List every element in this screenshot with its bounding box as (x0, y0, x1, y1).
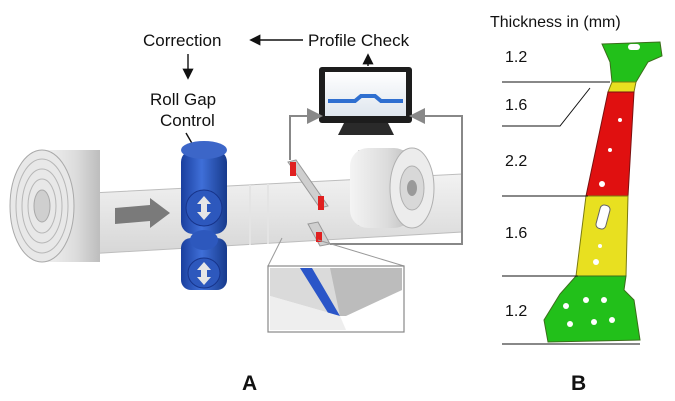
divider-2 (502, 87, 591, 127)
panel-b: Thickness in (mm) (490, 14, 663, 395)
b-pillar (543, 41, 663, 343)
thickness-label-1: 1.2 (505, 49, 527, 66)
profile-sensor (287, 159, 331, 247)
monitor (319, 67, 412, 135)
zone-2 (607, 81, 637, 93)
correction-label: Correction (143, 31, 221, 50)
sensor-feedback-line-left (289, 108, 323, 160)
panel-a: Correction Profile Check Roll Gap Contro… (9, 31, 463, 395)
thickness-label-2: 1.6 (505, 97, 527, 114)
zone-1 (601, 41, 663, 83)
zone-3 (585, 91, 635, 197)
strip-direction-arrow (115, 198, 170, 228)
thickness-title: Thickness in (mm) (490, 14, 621, 31)
upper-roll (181, 141, 227, 234)
sensor-feedback-line-right (330, 108, 463, 245)
profile-detail-inset (267, 237, 405, 333)
profile-graph-line (328, 94, 403, 103)
thickness-label-4: 1.6 (505, 225, 527, 242)
profile-check-label: Profile Check (308, 31, 410, 50)
zone-5 (543, 275, 641, 343)
lower-roll (181, 230, 227, 290)
panel-a-label: A (242, 372, 257, 395)
updown-arrow-icon (197, 262, 211, 285)
thickness-label-5: 1.2 (505, 303, 527, 320)
roll-gap-label-line2: Control (160, 111, 215, 130)
updown-arrow-icon (197, 196, 211, 220)
panel-b-label: B (571, 372, 586, 395)
roll-gap-label-line1: Roll Gap (150, 90, 216, 109)
left-coil (9, 149, 100, 263)
right-coil (350, 147, 435, 229)
thickness-label-3: 2.2 (505, 153, 527, 170)
